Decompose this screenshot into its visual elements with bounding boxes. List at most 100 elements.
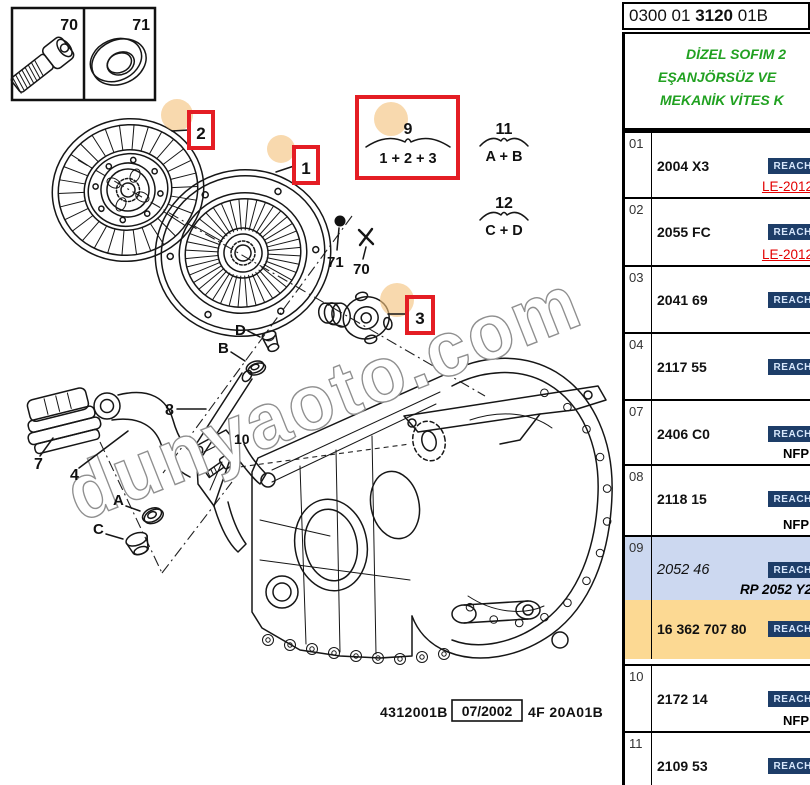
bolt-10-drawing <box>205 455 233 479</box>
parts-row-10[interactable]: 10 2172 14 REACH NFP <box>625 663 810 731</box>
callout-box-1[interactable]: 1 <box>292 145 320 185</box>
release-bearing-drawing <box>317 291 393 345</box>
parts-row-01[interactable]: 01 2004 X3 REACH LE-2012 <box>625 130 810 197</box>
part-code: 2052 46 <box>657 561 710 578</box>
description-line-2: EŞANJÖRSÜZ VE <box>658 69 777 85</box>
inset-box: 70 71 <box>10 6 157 102</box>
part-code: 2117 55 <box>657 358 707 375</box>
row-number: 11 <box>625 732 652 785</box>
title-prefix: 0300 01 <box>629 6 691 25</box>
label-71: 71 <box>327 254 344 271</box>
row-number: 01 <box>625 132 652 197</box>
clutch-fork-drawing <box>93 391 267 553</box>
washer-drawing <box>89 37 147 86</box>
exploded-diagram: 70 71 <box>10 6 613 722</box>
reach-badge[interactable]: REACH <box>768 690 810 707</box>
callout-box-2[interactable]: 2 <box>187 110 215 150</box>
row-number: 03 <box>625 266 652 332</box>
label-4: 4 <box>70 467 79 484</box>
callout-box-kit[interactable]: 9 1 + 2 + 3 <box>355 95 460 180</box>
diagram-footer: 4312001B 07/2002 4F 20A01B <box>380 699 603 722</box>
parts-row-03[interactable]: 03 2041 69 REACH <box>625 264 810 332</box>
cup-c-drawing <box>125 531 149 556</box>
clutch-diagram-svg: 70 71 <box>10 6 613 722</box>
title-suffix: 01B <box>737 6 768 25</box>
small-parts <box>125 215 375 556</box>
watermark-text: dunyaoto.com <box>54 256 593 538</box>
inset-label-71: 71 <box>132 17 150 34</box>
footer-ref: 4312001B <box>380 704 448 720</box>
reach-badge[interactable]: REACH <box>768 291 810 308</box>
pin-71-dot <box>334 215 346 227</box>
callout-box-3[interactable]: 3 <box>405 295 435 335</box>
part-code: 2109 53 <box>657 757 708 774</box>
inset-label-70: 70 <box>60 17 78 34</box>
row-number: 10 <box>625 665 652 731</box>
parts-row-09-selected[interactable]: 09 2052 46 REACH RP 2052 Y2 <box>625 534 810 600</box>
part-code: 16 362 707 80 <box>657 620 747 637</box>
kit-number: 9 <box>404 121 413 138</box>
availability-note: NFP <box>783 516 809 532</box>
reach-badge[interactable]: REACH <box>768 157 810 174</box>
parts-row-11[interactable]: 11 2109 53 REACH <box>625 730 810 785</box>
label-b: B <box>218 340 229 357</box>
fork-shaft-drawing <box>192 369 253 459</box>
reach-badge[interactable]: REACH <box>768 490 810 507</box>
part-code: 2004 X3 <box>657 157 710 174</box>
clip-d-drawing <box>261 330 280 353</box>
replacement-note: RP 2052 Y2 <box>739 581 810 597</box>
group-12-cd: 12 C + D <box>479 195 529 239</box>
parts-row-07[interactable]: 07 2406 C0 REACH NFP <box>625 398 810 464</box>
availability-note: NFP <box>783 712 809 728</box>
row-number: 04 <box>625 333 652 399</box>
label-10: 10 <box>234 431 250 447</box>
label-8: 8 <box>165 402 174 419</box>
callout-1-number: 1 <box>301 159 310 178</box>
parts-row-04[interactable]: 04 2117 55 REACH <box>625 331 810 399</box>
part-code: 2055 FC <box>657 223 711 240</box>
label-c: C <box>93 521 104 538</box>
pressure-plate-drawing <box>154 168 332 338</box>
part-code: 2406 C0 <box>657 425 710 442</box>
reach-badge[interactable]: REACH <box>768 358 810 375</box>
parts-table: 01 2004 X3 REACH LE-2012 02 2055 FC REAC… <box>622 130 810 785</box>
gearbox-housing-drawing <box>251 357 613 665</box>
reach-badge[interactable]: REACH <box>768 223 810 240</box>
label-70: 70 <box>353 261 370 278</box>
row-number: 02 <box>625 198 652 265</box>
row-number: 07 <box>625 400 652 464</box>
supersession-link[interactable]: LE-2012 <box>761 178 810 194</box>
reach-badge[interactable]: REACH <box>768 425 810 442</box>
washer-a-drawing <box>141 506 164 525</box>
group-11-number: 11 <box>496 121 513 138</box>
parts-row-08[interactable]: 08 2118 15 REACH NFP <box>625 463 810 535</box>
label-7: 7 <box>34 456 43 473</box>
page-title: 0300 01 3120 01B <box>622 2 810 30</box>
footer-sheet: 4F 20A01B <box>528 704 603 720</box>
description-box: DİZEL SOFIM 2 EŞANJÖRSÜZ VE MEKANİK VİTE… <box>622 32 810 131</box>
parts-row-02[interactable]: 02 2055 FC REACH LE-2012 <box>625 196 810 265</box>
part-labels: 7 4 8 A C B D 10 71 70 <box>34 254 370 540</box>
washer-b-drawing <box>245 360 267 376</box>
reach-badge[interactable]: REACH <box>768 561 810 578</box>
supersession-link[interactable]: LE-2012 <box>761 246 810 262</box>
title-bold: 3120 <box>695 6 734 25</box>
description-line-3: MEKANİK VİTES K <box>660 92 784 108</box>
footer-date: 07/2002 <box>462 703 513 719</box>
description-line-1: DİZEL SOFIM 2 <box>686 46 787 62</box>
row-number: 08 <box>625 465 652 535</box>
parts-row-09-replacement[interactable]: 16 362 707 80 REACH <box>625 599 810 659</box>
boot-drawing <box>26 387 102 455</box>
reach-badge[interactable]: REACH <box>768 620 810 637</box>
availability-note: NFP <box>783 445 809 461</box>
group-12-formula: C + D <box>485 223 522 239</box>
part-code: 2172 14 <box>657 690 708 707</box>
part-code: 2118 15 <box>657 490 707 507</box>
row-number <box>625 599 652 659</box>
label-d: D <box>235 322 246 339</box>
group-12-number: 12 <box>495 195 513 212</box>
bolt-drawing <box>10 36 75 94</box>
reach-badge[interactable]: REACH <box>768 757 810 774</box>
kit-formula: 1 + 2 + 3 <box>379 151 436 167</box>
part-code: 2041 69 <box>657 291 708 308</box>
